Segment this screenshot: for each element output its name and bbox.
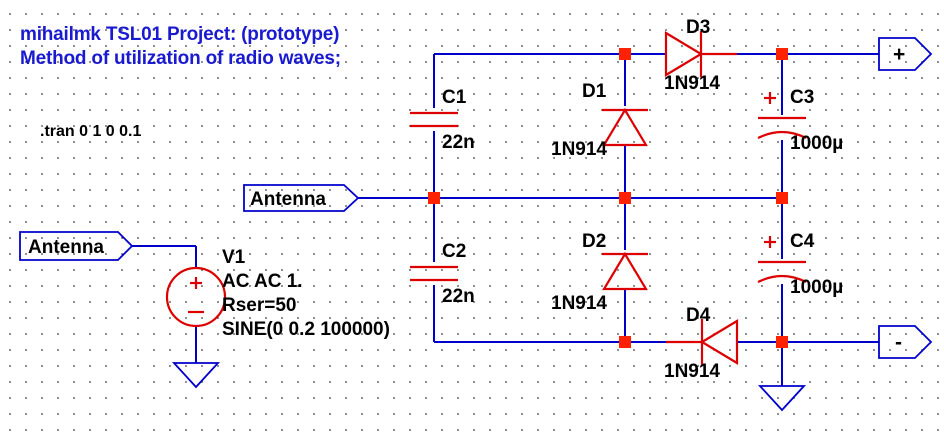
label-d3-value[interactable]: 1N914 [664, 73, 720, 94]
label-c4-value[interactable]: 1000µ [790, 277, 844, 298]
title-line-1: mihailmk TSL01 Project: (prototype) [20, 24, 340, 45]
output-port-negative-shape[interactable] [878, 325, 933, 359]
label-v1-sine[interactable]: SINE(0 0.2 100000) [222, 319, 390, 340]
label-v1-designator[interactable]: V1 [222, 247, 246, 268]
component-c1[interactable] [410, 111, 458, 128]
label-d3-designator[interactable]: D3 [686, 17, 711, 38]
junction-dot [619, 192, 631, 204]
junction-dot [428, 192, 440, 204]
junction-dot [776, 48, 788, 60]
ground-symbol-right [757, 385, 807, 412]
net-label-antenna-left-shape[interactable] [19, 231, 134, 261]
component-c2[interactable] [410, 265, 458, 282]
label-v1-rser[interactable]: Rser=50 [222, 295, 297, 316]
label-c2-value[interactable]: 22n [442, 286, 475, 307]
label-d2-designator[interactable]: D2 [582, 231, 607, 252]
component-v1[interactable] [165, 266, 227, 328]
label-c1-value[interactable]: 22n [442, 132, 475, 153]
output-port-positive-text[interactable]: + [893, 43, 906, 66]
label-c1-designator[interactable]: C1 [442, 87, 467, 108]
label-c4-designator[interactable]: C4 [790, 231, 815, 252]
component-d2[interactable] [602, 251, 648, 291]
junction-dot [776, 192, 788, 204]
label-d4-value[interactable]: 1N914 [664, 361, 720, 382]
output-port-positive-shape[interactable] [878, 37, 933, 71]
net-label-antenna-mid-text[interactable]: Antenna [250, 189, 326, 210]
junction-dot [619, 48, 631, 60]
junction-dot [619, 336, 631, 348]
title-line-2: Method of utilization of radio waves; [20, 48, 341, 69]
spice-directive[interactable]: .tran 0 1 0 0.1 [40, 123, 142, 140]
label-c2-designator[interactable]: C2 [442, 241, 467, 262]
component-d1[interactable] [602, 107, 648, 147]
component-c3[interactable] [757, 92, 807, 139]
label-d1-designator[interactable]: D1 [582, 81, 607, 102]
ground-symbol-v1 [171, 362, 221, 389]
output-port-negative-text[interactable]: - [895, 331, 902, 354]
net-label-antenna-left-text[interactable]: Antenna [28, 237, 104, 258]
component-c4[interactable] [757, 236, 807, 283]
net-label-antenna-mid-shape[interactable] [243, 184, 360, 212]
label-d4-designator[interactable]: D4 [686, 305, 711, 326]
label-c3-designator[interactable]: C3 [790, 87, 815, 108]
label-c3-value[interactable]: 1000µ [790, 133, 844, 154]
label-d2-value[interactable]: 1N914 [551, 293, 607, 314]
component-d4[interactable] [666, 319, 739, 365]
component-d3[interactable] [664, 31, 737, 77]
label-v1-ac[interactable]: AC AC 1. [222, 271, 303, 292]
junction-dot [776, 336, 788, 348]
label-d1-value[interactable]: 1N914 [551, 139, 607, 160]
